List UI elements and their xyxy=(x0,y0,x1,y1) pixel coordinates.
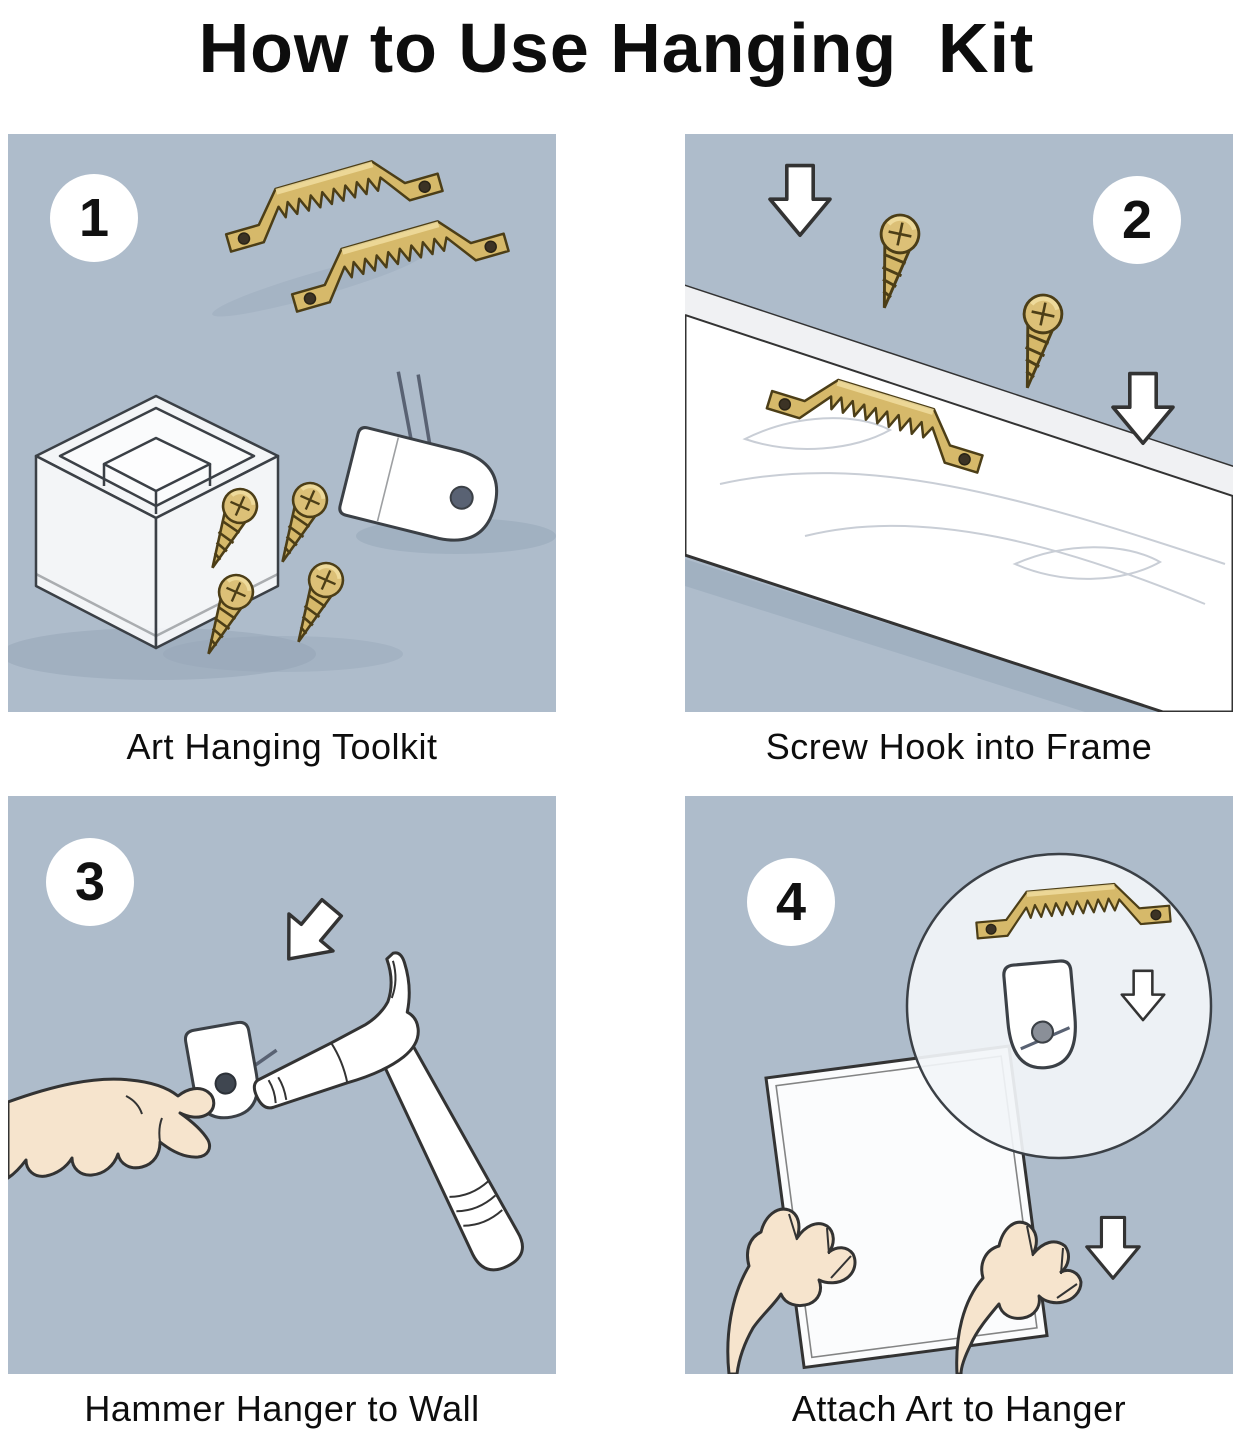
panel-step-1: 1 xyxy=(8,134,556,712)
hammer xyxy=(252,951,524,1272)
step-number: 1 xyxy=(78,188,110,248)
panel-step-2: 2 xyxy=(685,134,1233,712)
step-4-cell: 4 Attach Art to Hanger xyxy=(685,796,1233,1430)
box-shadow xyxy=(8,628,316,680)
page-title: How to Use Hanging Kit xyxy=(198,9,1035,87)
step-number: 3 xyxy=(74,852,106,912)
wall-hook xyxy=(1002,959,1077,1070)
step3-illustration xyxy=(8,887,524,1272)
panel-caption: Art Hanging Toolkit xyxy=(126,726,438,767)
screw xyxy=(281,555,351,651)
step-1-cell: 1 Art Hanging Toolkit xyxy=(8,134,556,768)
hand-left xyxy=(726,1207,857,1374)
wall-hook xyxy=(338,371,499,542)
hand xyxy=(8,1077,216,1180)
panel-step-4: 4 xyxy=(685,796,1233,1374)
panel-caption: Hammer Hanger to Wall xyxy=(84,1388,480,1429)
down-arrow-icon xyxy=(768,163,832,238)
down-arrow-icon xyxy=(265,887,356,980)
panel-caption: Screw Hook into Frame xyxy=(765,726,1153,767)
step-number: 2 xyxy=(1121,190,1153,250)
screw xyxy=(866,212,922,312)
step-number-badge: 3 xyxy=(46,838,134,926)
screw xyxy=(1009,292,1065,392)
step-number-badge: 1 xyxy=(50,174,138,262)
panel-caption: Attach Art to Hanger xyxy=(791,1388,1127,1429)
toolkit-box xyxy=(34,394,280,650)
wood-grain xyxy=(719,417,1226,605)
panel-step-3: 3 xyxy=(8,796,556,1374)
step2-illustration xyxy=(685,163,1233,712)
step-2-cell: 2 Screw Hook into Frame xyxy=(685,134,1233,768)
step-3-cell: 3 Hammer Hanger to Wall xyxy=(8,796,556,1430)
steps-grid: 1 Art Hanging Toolkit xyxy=(8,134,1233,1430)
step4-illustration xyxy=(726,852,1213,1374)
step1-illustration xyxy=(8,143,556,680)
down-arrow-icon xyxy=(1085,1215,1141,1280)
step-number: 4 xyxy=(775,872,807,932)
step-number-badge: 2 xyxy=(1093,176,1181,264)
step-number-badge: 4 xyxy=(747,858,835,946)
sawtooth-hanger xyxy=(282,203,510,313)
hand-right xyxy=(955,1220,1083,1374)
